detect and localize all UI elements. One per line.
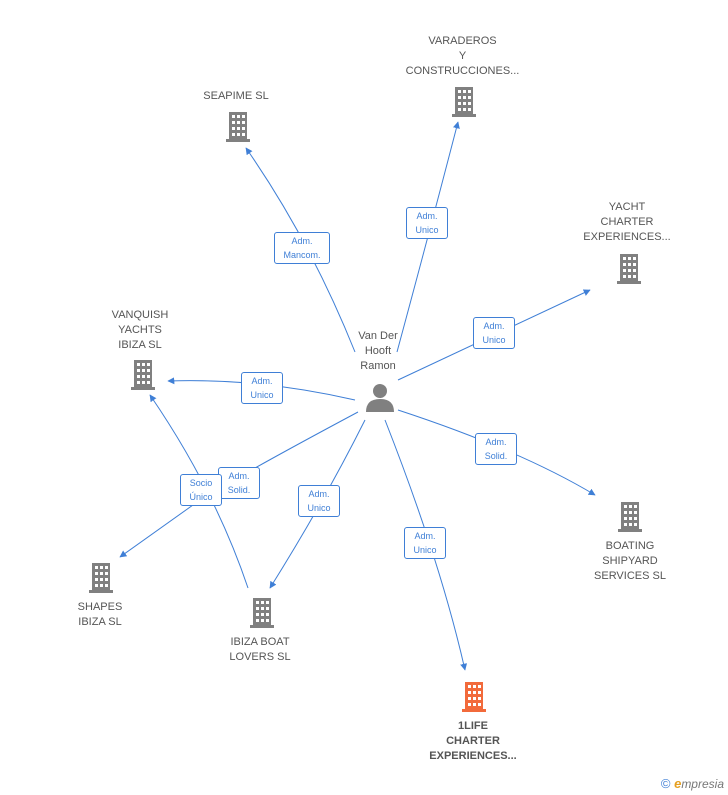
relation-box-socio[interactable]: Socio Único — [180, 474, 222, 506]
brand-name: mpresia — [681, 777, 724, 791]
relation-box-yacht[interactable]: Adm. Unico — [473, 317, 515, 349]
building-icon-shapes — [89, 563, 113, 593]
relation-box-1life[interactable]: Adm. Unico — [404, 527, 446, 559]
relation-box-vanquish[interactable]: Adm. Unico — [241, 372, 283, 404]
company-label-shapes[interactable]: SHAPES IBIZA SL — [77, 601, 123, 628]
brand-e: e — [674, 776, 682, 791]
building-icon-seapime — [226, 112, 250, 142]
footer-credit: © empresia — [661, 776, 724, 791]
company-label-vanquish[interactable]: VANQUISH YACHTS IBIZA SL — [111, 309, 169, 351]
company-label-varaderos[interactable]: VARADEROS Y CONSTRUCCIONES... — [405, 35, 520, 77]
relation-box-seapime[interactable]: Adm. Mancom. — [274, 232, 330, 264]
building-icon-varaderos — [452, 87, 476, 117]
building-icon-yacht-charter — [617, 254, 641, 284]
person-icon — [366, 384, 394, 412]
person-label[interactable]: Van Der Hooft Ramon — [358, 330, 398, 372]
relation-box-ibiza-unico[interactable]: Adm. Unico — [298, 485, 340, 517]
company-label-boating[interactable]: BOATING SHIPYARD SERVICES SL — [594, 540, 666, 582]
relation-box-ibiza-solid[interactable]: Adm. Solid. — [218, 467, 260, 499]
building-icon-vanquish — [131, 360, 155, 390]
building-icon-1life — [462, 682, 486, 712]
company-label-1life[interactable]: 1LIFE CHARTER EXPERIENCES... — [429, 720, 517, 762]
building-icon-boating — [618, 502, 642, 532]
company-label-yacht-charter[interactable]: YACHT CHARTER EXPERIENCES... — [583, 201, 671, 243]
company-label-seapime[interactable]: SEAPIME SL — [203, 90, 269, 102]
building-icon-ibiza-boat — [250, 598, 274, 628]
relation-box-varaderos[interactable]: Adm. Unico — [406, 207, 448, 239]
company-label-ibiza-boat[interactable]: IBIZA BOAT LOVERS SL — [229, 636, 291, 663]
copyright-symbol: © — [660, 776, 671, 791]
relation-box-boating[interactable]: Adm. Solid. — [475, 433, 517, 465]
